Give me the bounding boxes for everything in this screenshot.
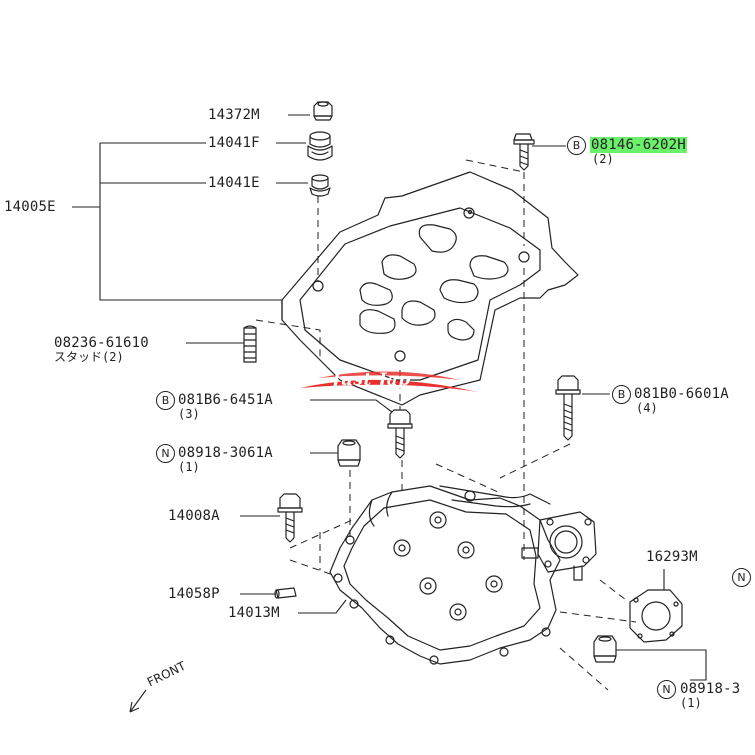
label-14058P[interactable]: 14058P [168,586,220,602]
bolt-081B6-icon [387,409,413,459]
label-081B6[interactable]: 081B6-6451A [178,392,273,408]
nut-marker-icon: N [156,444,175,463]
label-14013M[interactable]: 14013M [228,605,280,621]
bolt-marker-icon: B [567,136,586,155]
gasket-16293M-icon [629,589,683,643]
bolt-marker-icon: B [612,385,631,404]
grommet-14041F-icon [307,131,333,161]
label-08918b[interactable]: 08918-3 [680,681,741,697]
label-081B0[interactable]: 081B0-6601A [634,386,729,402]
qty-08918b: (1) [680,696,702,710]
nut-14372M-icon [313,101,333,121]
nut-08918a-icon [337,439,361,467]
bolt-08146-icon [513,133,535,171]
watermark-logo [300,371,478,392]
sub-08236: スタッド(2) [54,350,124,364]
label-08918a[interactable]: 08918-3061A [178,445,273,461]
label-14041E[interactable]: 14041E [208,175,260,191]
nut-08918b-icon [593,635,617,663]
label-14041F[interactable]: 14041F [208,135,260,151]
qty-08918a: (1) [178,460,200,474]
nut-marker-icon: N [732,568,751,587]
label-14008A[interactable]: 14008A [168,508,220,524]
label-14005E[interactable]: 14005E [4,199,56,215]
qty-081B6: (3) [178,407,200,421]
label-14372M[interactable]: 14372M [208,107,260,123]
qty-08146: (2) [592,152,614,166]
pin-14058P-icon [274,587,297,599]
grommet-14041E-icon [309,174,331,197]
nut-marker-icon: N [657,680,676,699]
label-16293M[interactable]: 16293M [646,549,698,565]
bolt-081B0-icon [555,375,581,441]
label-08236[interactable]: 08236-61610 [54,335,149,351]
bolt-marker-icon: B [156,391,175,410]
qty-081B0: (4) [636,401,658,415]
front-arrow-icon [129,689,147,713]
bolt-14008A-icon [277,493,303,543]
engine-cover [281,171,579,406]
intake-manifold [329,485,597,665]
stud-08236-icon [243,325,257,363]
watermark-text: Just Jap [332,370,411,390]
label-08146[interactable]: 08146-6202H [590,137,687,153]
highlighted-part-number[interactable]: 08146-6202H [590,137,687,153]
